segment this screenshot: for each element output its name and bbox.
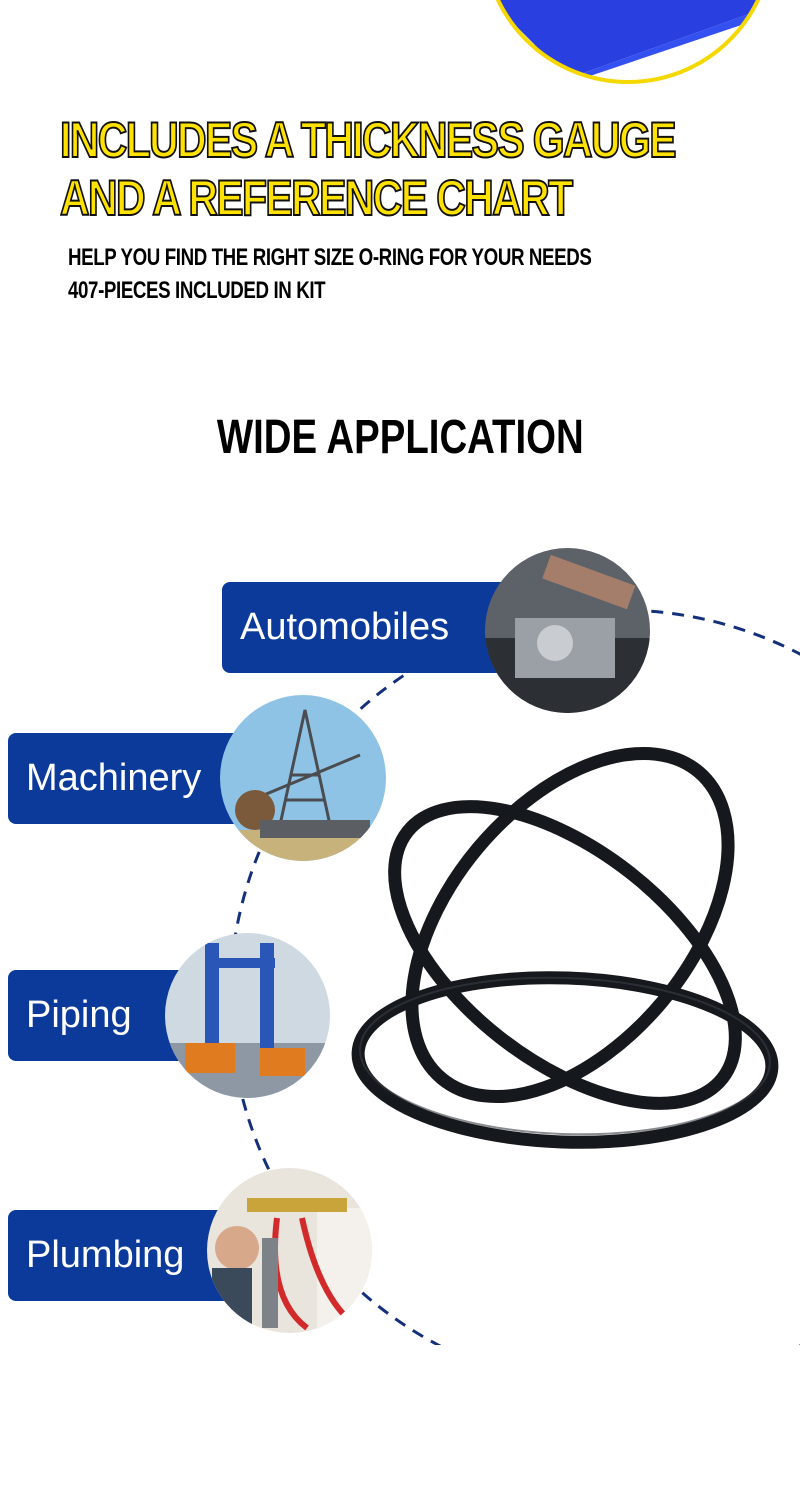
subtext-line-2: 407-PIECES INCLUDED IN KIT (68, 277, 326, 304)
plumbing-pipes-photo (207, 1168, 372, 1333)
automobile-engine-photo (485, 548, 650, 713)
machinery-excavator-photo (220, 695, 386, 861)
kit-case-image (484, 0, 770, 84)
section-title: WIDE APPLICATION (216, 411, 584, 464)
subtext-line-1: HELP YOU FIND THE RIGHT SIZE O-RING FOR … (68, 244, 592, 271)
headline-line-2: AND A REFERENCE CHART (59, 170, 574, 226)
application-label-machinery: Machinery (8, 733, 243, 824)
application-label-piping: Piping (8, 970, 198, 1061)
headline-line-1: INCLUDES A THICKNESS GAUGE (59, 112, 677, 168)
piping-pumps-photo (165, 933, 330, 1098)
application-label-plumbing: Plumbing (8, 1210, 233, 1301)
application-label-automobiles: Automobiles (222, 582, 512, 673)
o-rings-image (351, 746, 779, 1149)
